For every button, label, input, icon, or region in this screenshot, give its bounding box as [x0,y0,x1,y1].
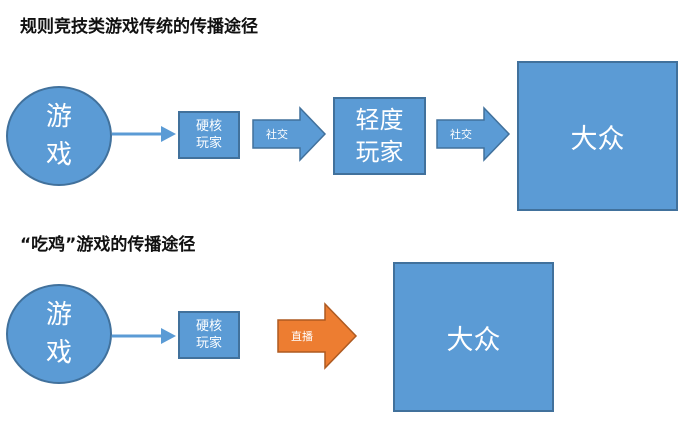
public-box-top: 大众 [517,61,678,211]
hardcore-player-box-top: 硬核 玩家 [178,111,240,159]
bottom-flow-title: “吃鸡”游戏的传播途径 [20,235,196,255]
casual-player-box: 轻度 玩家 [333,97,426,175]
connector-arrowhead-bottom [161,328,176,344]
social-label-2: 社交 [450,128,472,141]
connector-arrowhead-top [161,126,176,142]
block-arrow-livestream [277,302,358,370]
hardcore-player-box-bottom: 硬核 玩家 [178,311,240,359]
block-arrow-social-1 [252,106,327,162]
block-arrow-social-2 [436,106,511,162]
top-flow-title: 规则竞技类游戏传统的传播途径 [20,17,258,37]
game-circle-top: 游 戏 [6,86,112,186]
social-label-1: 社交 [266,128,288,141]
game-circle-bottom: 游 戏 [6,284,112,384]
livestream-label: 直播 [291,330,313,343]
public-box-bottom: 大众 [393,262,554,412]
